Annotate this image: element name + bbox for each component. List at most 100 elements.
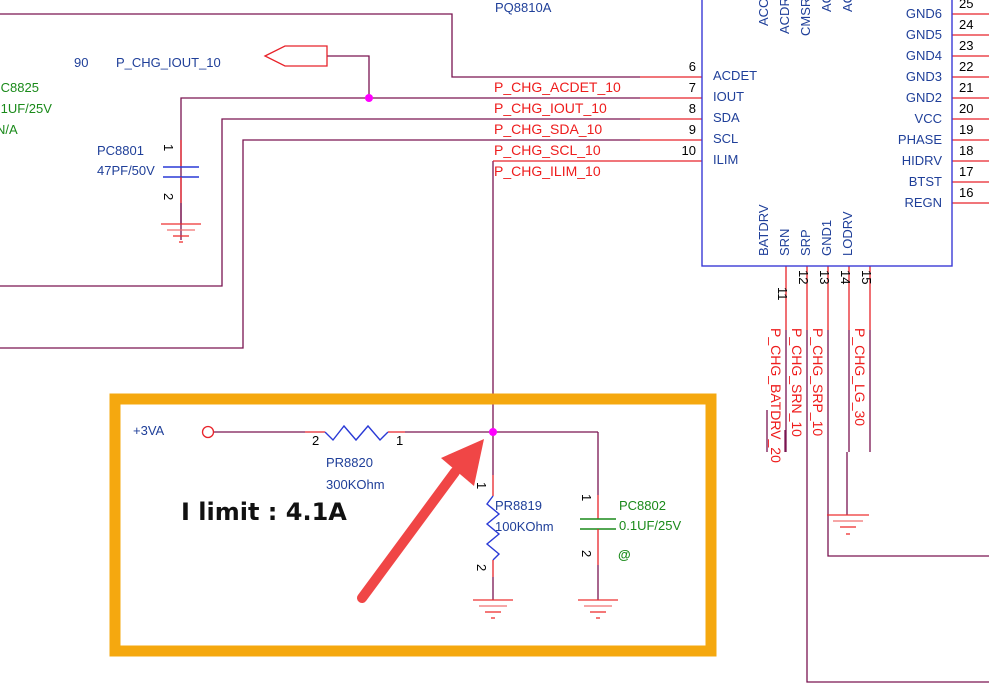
ground-icon <box>578 599 618 619</box>
offpage-page-number: 90 <box>74 55 88 70</box>
pin-number: 7 <box>689 80 696 95</box>
junction-dot <box>365 94 373 102</box>
offpage-connector-icon[interactable] <box>263 45 328 67</box>
component-value: 47PF/50V <box>97 163 155 178</box>
wire-acdet <box>0 13 640 78</box>
net-label: P_CHG_ILIM_10 <box>494 163 601 179</box>
ic-body-pq8810a[interactable] <box>701 0 953 267</box>
pin-name: LODRV <box>840 211 855 256</box>
highlight-box <box>109 393 717 657</box>
pin-number: 25 <box>959 0 973 11</box>
pin-number: 2 <box>161 193 176 200</box>
pin-number: 6 <box>689 59 696 74</box>
ground-icon <box>827 514 869 535</box>
pin-name: GND1 <box>819 220 834 256</box>
ic-right-pin-stubs <box>952 13 989 204</box>
ic-ref-label: PQ8810A <box>495 0 552 15</box>
ic-bottom-pin-stubs <box>785 266 871 330</box>
ground-icon <box>161 223 201 243</box>
pin-number: 1 <box>396 433 403 448</box>
pin-name: SCL <box>713 131 738 146</box>
pin-number: 15 <box>859 270 874 284</box>
pin-number: 2 <box>474 564 489 571</box>
component-ref: PC8825 <box>0 80 39 95</box>
pin-name: BATDRV <box>756 204 771 256</box>
component-ref: PR8820 <box>326 455 373 470</box>
annotation-arrow-icon <box>357 439 484 603</box>
pin-name: GND5 <box>906 27 942 42</box>
pin-name: GND2 <box>906 90 942 105</box>
pin-number: 18 <box>959 143 973 158</box>
pin-name: SRN <box>777 229 792 256</box>
net-label: P_CHG_SRN_10 <box>789 328 805 437</box>
net-label: P_CHG_SRP_10 <box>810 328 826 436</box>
pin-name: GND4 <box>906 48 942 63</box>
pin-name: ACDR <box>777 0 792 34</box>
component-ref: PC8802 <box>619 498 666 513</box>
pin-name: BTST <box>909 174 942 189</box>
component-marker: @ <box>618 547 631 562</box>
pin-number: 9 <box>689 122 696 137</box>
pin-name: GND3 <box>906 69 942 84</box>
ic-left-pin-stubs <box>493 76 702 162</box>
component-extra: N/A <box>0 122 18 137</box>
wire-sda <box>0 118 640 287</box>
pin-name: SDA <box>713 110 740 125</box>
pin-number: 16 <box>959 185 973 200</box>
pin-number: 2 <box>579 550 594 557</box>
pin-name: ILIM <box>713 152 738 167</box>
pin-name: IOUT <box>713 89 744 104</box>
pin-number: 24 <box>959 17 973 32</box>
pin-name: SRP <box>798 229 813 256</box>
pin-number: 22 <box>959 59 973 74</box>
pin-number: 1 <box>579 494 594 501</box>
pin-number: 20 <box>959 101 973 116</box>
pin-name: AC <box>840 0 855 12</box>
component-ref: PR8819 <box>495 498 542 513</box>
current-limit-annotation: I limit : 4.1A <box>181 498 347 526</box>
component-ref: PC8801 <box>97 143 144 158</box>
component-value: 0.1UF/25V <box>619 518 681 533</box>
pin-number: 21 <box>959 80 973 95</box>
pin-number: 14 <box>838 270 853 284</box>
pin-name: CMSR <box>798 0 813 36</box>
ground-icon <box>473 599 513 619</box>
component-value: 300KOhm <box>326 477 385 492</box>
pin-number: 23 <box>959 38 973 53</box>
pin-number: 10 <box>682 143 696 158</box>
capacitor-pc8802[interactable] <box>580 495 616 565</box>
power-label: +3VA <box>133 423 165 438</box>
pin-number: 19 <box>959 122 973 137</box>
net-label: P_CHG_SCL_10 <box>494 142 601 158</box>
pin-number: 12 <box>796 270 811 284</box>
pin-name: REGN <box>904 195 942 210</box>
capacitor-pc8801[interactable] <box>163 140 199 224</box>
pin-name: GND6 <box>906 6 942 21</box>
resistor-pr8820[interactable] <box>305 424 405 442</box>
power-port-icon[interactable] <box>201 425 215 439</box>
pin-number: 17 <box>959 164 973 179</box>
pin-number: 8 <box>689 101 696 116</box>
wire-scl <box>0 139 640 349</box>
pin-name: HIDRV <box>902 153 943 168</box>
component-value: 100KOhm <box>495 519 554 534</box>
net-label: P_CHG_ACDET_10 <box>494 79 621 95</box>
pin-number: 1 <box>161 144 176 151</box>
wire-offpage <box>327 55 370 98</box>
resistor-pr8819[interactable] <box>485 475 501 577</box>
net-label: P_CHG_LG_30 <box>852 328 868 426</box>
junction-dot <box>489 428 497 436</box>
offpage-net-label: P_CHG_IOUT_10 <box>116 55 221 70</box>
pin-name: PHASE <box>898 132 942 147</box>
component-value: .1UF/25V <box>0 101 52 116</box>
net-label: P_CHG_IOUT_10 <box>494 100 607 116</box>
pin-number: 11 <box>775 287 790 301</box>
net-label: P_CHG_BATDRV_20 <box>768 328 784 463</box>
pin-name: AC <box>819 0 834 12</box>
pin-number: 2 <box>312 433 319 448</box>
pin-name: ACDET <box>713 68 757 83</box>
pin-name: ACC <box>756 0 771 26</box>
pin-number: 13 <box>817 270 832 284</box>
pin-number: 1 <box>474 482 489 489</box>
